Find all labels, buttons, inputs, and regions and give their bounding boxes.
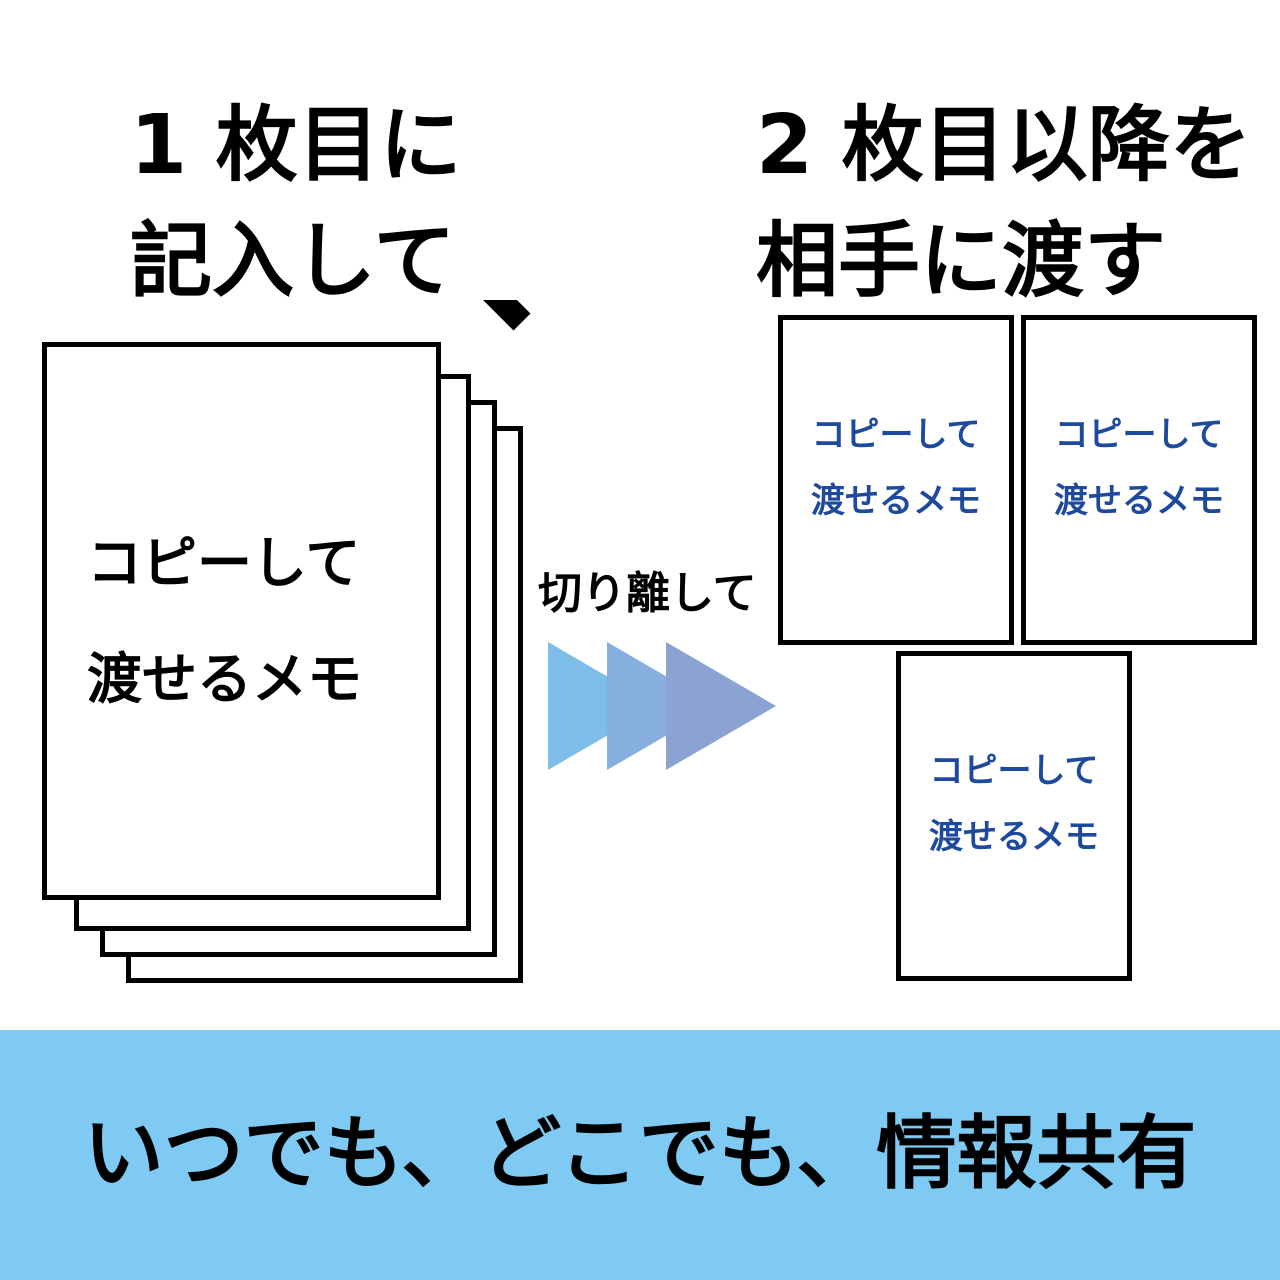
heading-hand-over-copies: 2 枚目以降を 相手に渡す — [756, 88, 1252, 320]
arrow-triangle-1 — [548, 642, 658, 770]
copy-sheet-1: コピーして 渡せるメモ — [778, 315, 1014, 645]
heading-right-line-1: 2 枚目以降を — [756, 98, 1252, 193]
copy-sheet-text: コピーして 渡せるメモ — [1026, 402, 1252, 534]
arrow-triangle-3 — [666, 642, 776, 770]
memo-line-2: 渡せるメモ — [87, 647, 363, 711]
top-memo-sheet: コピーして 渡せるメモ — [42, 342, 441, 900]
copy-sheet-2: コピーして 渡せるメモ — [1021, 315, 1257, 645]
copy-sheet-text: コピーして 渡せるメモ — [783, 402, 1009, 534]
heading-left-line-2: 記入して — [130, 214, 456, 309]
cut-off-label: 切り離して — [538, 568, 757, 619]
heading-left-line-1: 1 枚目に — [130, 98, 462, 193]
copy-line-1: コピーして — [929, 751, 1099, 791]
copy-sheet-text: コピーして 渡せるメモ — [901, 738, 1127, 870]
copy-line-2: 渡せるメモ — [811, 481, 981, 521]
copy-sheet-3: コピーして 渡せるメモ — [896, 651, 1132, 981]
pen-icon — [407, 300, 531, 331]
footer-slogan: いつでも、どこでも、情報共有 — [83, 1107, 1197, 1200]
heading-fill-first-sheet: 1 枚目に 記入して — [130, 88, 462, 320]
arrow-triangle-2 — [607, 642, 717, 770]
copy-line-1: コピーして — [1054, 415, 1224, 455]
top-sheet-memo-text: コピーして 渡せるメモ — [87, 505, 362, 737]
triple-chevron-arrow-icon — [548, 642, 776, 770]
footer-band — [0, 1030, 1280, 1280]
copy-line-1: コピーして — [811, 415, 981, 455]
copy-line-2: 渡せるメモ — [1054, 481, 1224, 521]
copy-line-2: 渡せるメモ — [929, 817, 1099, 857]
memo-line-1: コピーして — [87, 531, 361, 595]
heading-right-line-2: 相手に渡す — [756, 214, 1167, 309]
